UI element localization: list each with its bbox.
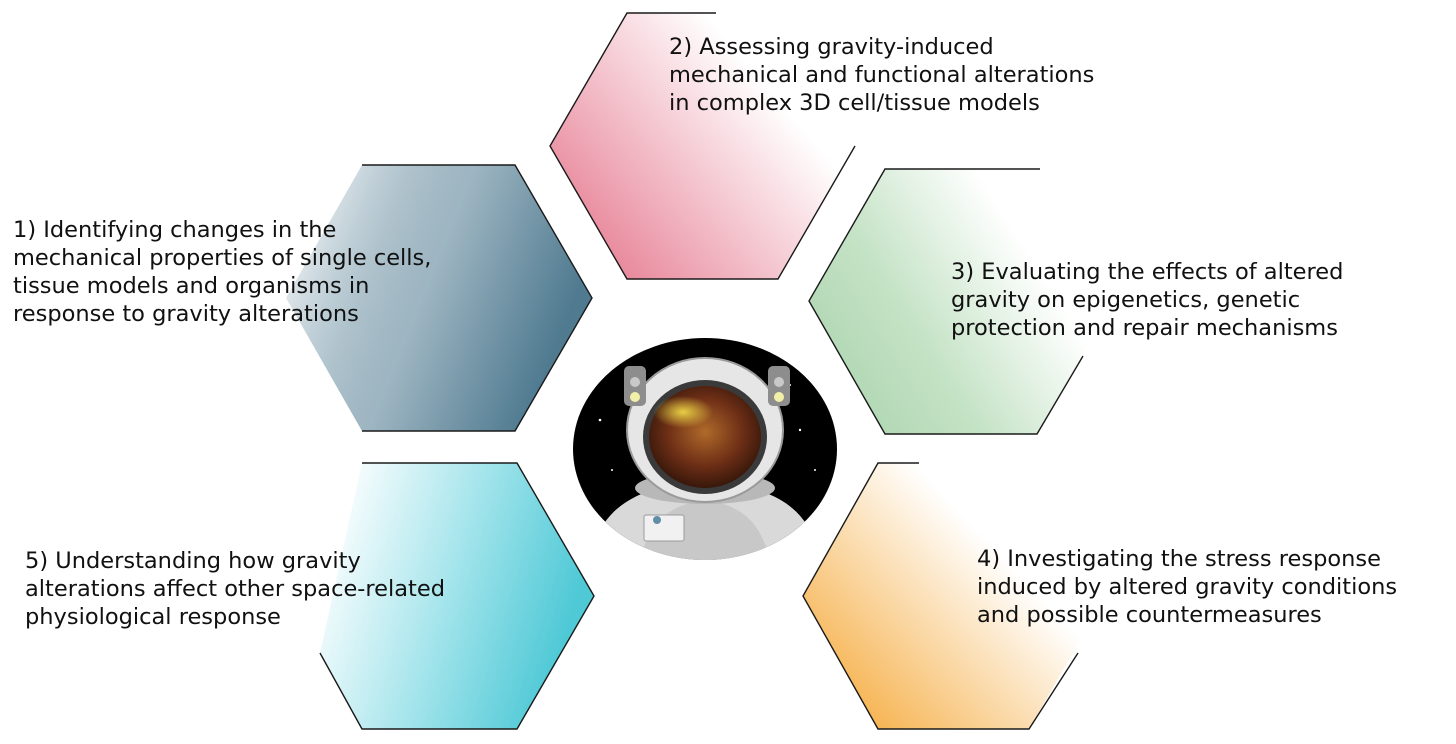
item-2-line-2: mechanical and functional alterations bbox=[669, 62, 1095, 88]
item-1-label: 1) Identifying changes in the mechanical… bbox=[13, 216, 431, 328]
item-3-line-2: gravity on epigenetics, genetic bbox=[951, 287, 1301, 313]
item-4-line-2: induced by altered gravity conditions bbox=[977, 574, 1398, 600]
item-3-label: 3) Evaluating the effects of altered gra… bbox=[951, 258, 1343, 342]
item-2-line-3: in complex 3D cell/tissue models bbox=[669, 90, 1040, 116]
item-5-label: 5) Understanding how gravity alterations… bbox=[25, 547, 445, 631]
item-1-line-1: 1) Identifying changes in the bbox=[13, 217, 337, 243]
item-2-line-1: 2) Assessing gravity-induced bbox=[669, 34, 994, 60]
hexagon-3 bbox=[808, 168, 1113, 435]
item-4-line-1: 4) Investigating the stress response bbox=[977, 546, 1381, 572]
item-4-label: 4) Investigating the stress response ind… bbox=[977, 545, 1397, 629]
hexagon-2 bbox=[549, 12, 856, 280]
item-2-label: 2) Assessing gravity-induced mechanical … bbox=[669, 33, 1094, 117]
item-4-line-3: and possible countermeasures bbox=[977, 602, 1322, 628]
item-5-line-2: alterations affect other space-related bbox=[25, 576, 445, 602]
hexagon-5 bbox=[319, 462, 595, 730]
astronaut-helmet-icon bbox=[573, 338, 837, 560]
item-1-line-2: mechanical properties of single cells, bbox=[13, 245, 432, 271]
item-1-line-3: tissue models and organisms in bbox=[13, 273, 370, 299]
item-5-line-3: physiological response bbox=[25, 604, 281, 630]
hexagon-4 bbox=[802, 462, 1106, 730]
item-3-line-3: protection and repair mechanisms bbox=[951, 315, 1338, 341]
hexagon-1 bbox=[286, 164, 593, 432]
item-3-line-1: 3) Evaluating the effects of altered bbox=[951, 259, 1344, 285]
item-1-line-4: response to gravity alterations bbox=[13, 301, 359, 327]
item-5-line-1: 5) Understanding how gravity bbox=[25, 548, 361, 574]
